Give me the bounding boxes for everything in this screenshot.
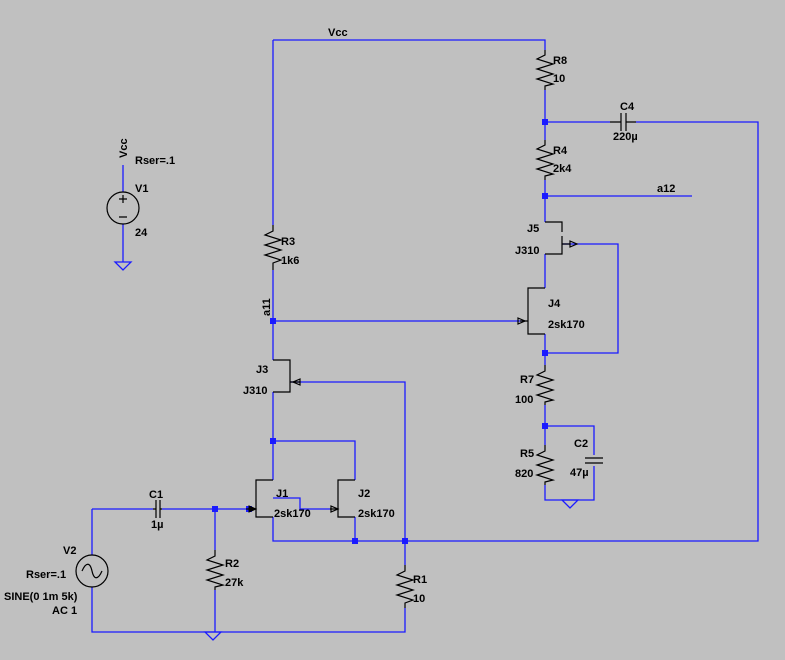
j5-name: J5	[527, 223, 539, 235]
r2-name: R2	[225, 558, 239, 570]
j2-value: 2sk170	[358, 508, 395, 520]
v2-name: V2	[63, 545, 76, 557]
net-label-a11: a11	[261, 298, 273, 316]
j3-value: J310	[243, 385, 267, 397]
r4-name: R4	[553, 145, 568, 157]
jfet-j3[interactable]	[273, 359, 301, 393]
j4-name: J4	[548, 298, 561, 310]
v2-param: Rser=.1	[26, 569, 66, 581]
resistor-r1[interactable]	[394, 565, 416, 608]
jfet-j4[interactable]	[517, 287, 545, 335]
v2-ac: AC 1	[52, 605, 77, 617]
ground-icon	[560, 499, 580, 509]
j5-value: J310	[515, 245, 539, 257]
jfet-j2[interactable]	[330, 479, 355, 518]
j2-name: J2	[358, 488, 370, 500]
ground-icon	[203, 631, 223, 641]
r3-name: R3	[281, 236, 295, 248]
v2-value: SINE(0 1m 5k)	[4, 591, 78, 603]
net-label-vcc: Vcc	[328, 27, 348, 39]
r8-value: 10	[553, 73, 565, 85]
j1-name: J1	[276, 488, 288, 500]
c2-value: 47µ	[570, 467, 589, 479]
r7-name: R7	[520, 374, 534, 386]
r3-value: 1k6	[281, 255, 299, 267]
capacitor-c4[interactable]	[610, 113, 636, 131]
c1-value: 1µ	[151, 519, 163, 531]
resistor-r3[interactable]	[262, 225, 284, 270]
r5-value: 820	[515, 468, 533, 480]
r1-name: R1	[413, 574, 427, 586]
jfet-j1[interactable]	[246, 479, 273, 518]
r7-value: 100	[515, 394, 533, 406]
jfet-j5[interactable]	[545, 221, 579, 255]
wires	[91, 39, 759, 633]
r4-value: 2k4	[553, 163, 572, 175]
resistor-r2[interactable]	[204, 550, 226, 590]
v1-value: 24	[135, 227, 148, 239]
capacitor-c1[interactable]	[153, 500, 162, 518]
voltage-source-v1[interactable]	[106, 191, 140, 225]
r8-name: R8	[553, 55, 567, 67]
j4-value: 2sk170	[548, 319, 585, 331]
c4-name: C4	[620, 101, 635, 113]
c2-name: C2	[574, 438, 588, 450]
r1-value: 10	[413, 593, 425, 605]
net-label-vcc-source: Vcc	[118, 138, 130, 158]
c4-value: 220µ	[613, 131, 638, 143]
resistor-r8[interactable]	[534, 50, 556, 90]
j3-name: J3	[256, 364, 268, 376]
v1-param: Rser=.1	[135, 155, 175, 167]
r2-value: 27k	[225, 577, 244, 589]
j1-value: 2sk170	[274, 508, 311, 520]
voltage-source-v2[interactable]	[75, 554, 109, 588]
resistor-r4[interactable]	[534, 140, 556, 180]
r5-name: R5	[520, 448, 534, 460]
ground-icon	[113, 261, 133, 271]
resistor-r7[interactable]	[534, 365, 556, 405]
net-label-a12: a12	[657, 183, 675, 195]
c1-name: C1	[149, 489, 163, 501]
resistor-r5[interactable]	[534, 445, 556, 485]
v1-name: V1	[135, 183, 148, 195]
capacitor-c2[interactable]	[585, 457, 603, 464]
